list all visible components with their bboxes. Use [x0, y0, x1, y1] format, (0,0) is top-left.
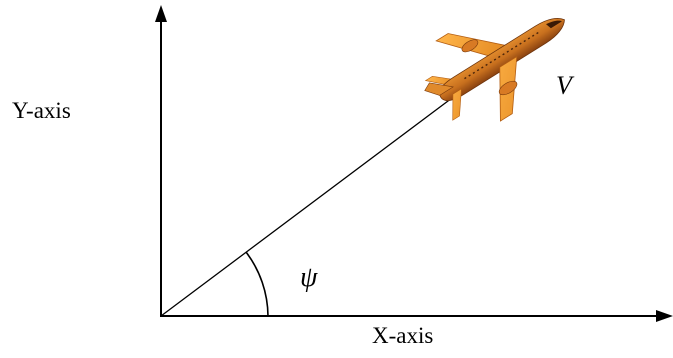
velocity-label: V — [556, 71, 572, 100]
heading-angle-arc — [245, 251, 269, 317]
velocity-vector-line — [160, 97, 453, 317]
y-axis-arrowhead — [155, 5, 167, 22]
x-axis-label: X-axis — [372, 323, 434, 348]
y-axis-label: Y-axis — [12, 98, 71, 123]
airplane-icon — [424, 18, 565, 122]
x-axis-arrowhead — [656, 310, 673, 322]
heading-angle-label: ψ — [300, 262, 318, 293]
